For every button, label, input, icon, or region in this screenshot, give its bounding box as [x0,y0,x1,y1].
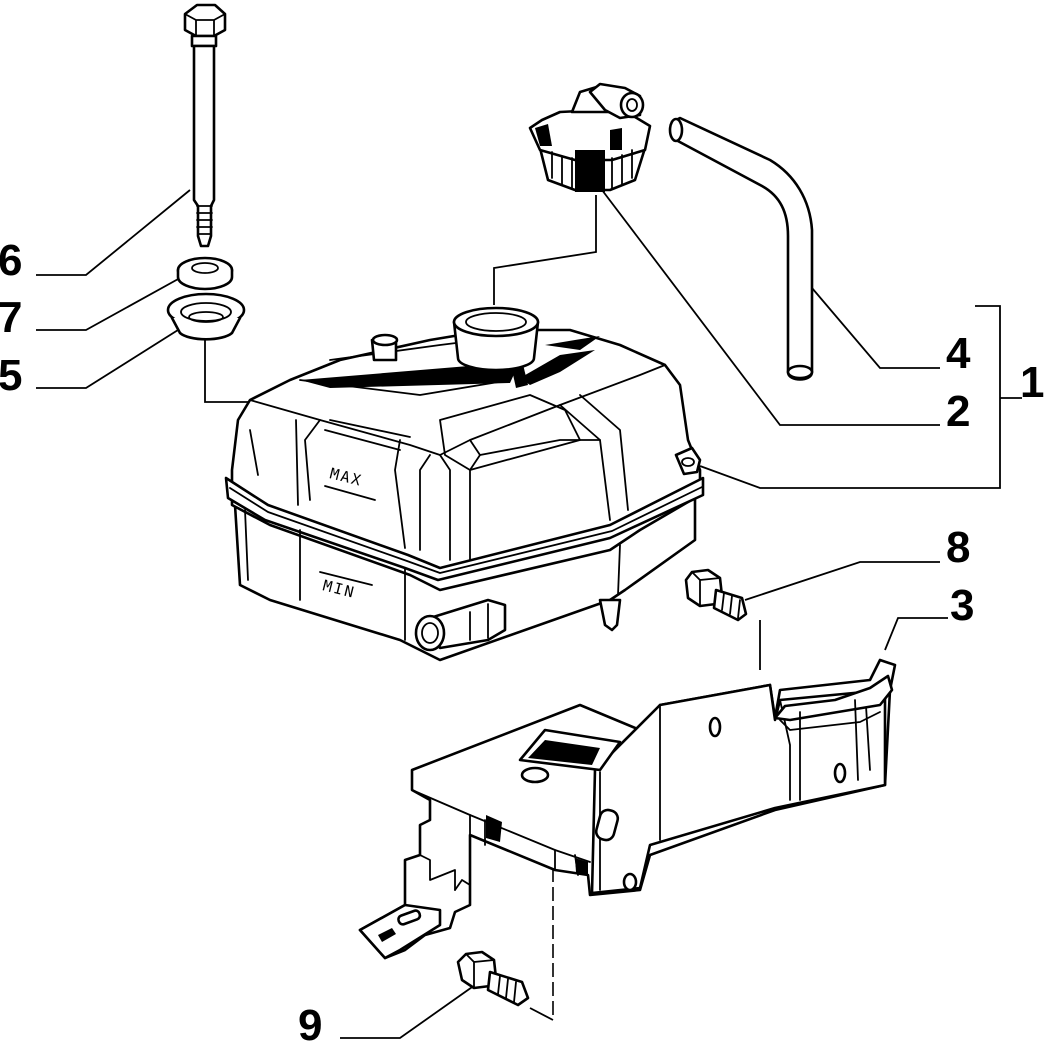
leader-9 [340,984,476,1039]
long-bolt [183,3,227,248]
washer [176,256,234,291]
callout-4: 4 [946,329,971,378]
max-level-mark [324,485,376,501]
callout-5: 5 [0,351,22,400]
rubber-grommet [166,292,246,341]
callout-6: 6 [0,236,22,285]
leader-1-bracket [699,305,1001,489]
bracket-bolt-upper [684,568,748,622]
pressure-cap [528,82,652,192]
callout-7: 7 [0,293,22,342]
callout-2: 2 [946,387,970,436]
callout-9: 9 [298,1001,322,1043]
min-level-mark [319,571,373,586]
leader-2 [601,189,940,426]
callout-numbers: 6 7 5 4 2 1 8 3 9 [0,236,1044,1043]
leader-9-to-bracket [529,1007,554,1021]
callout-8: 8 [946,523,970,572]
bracket-bolt-lower [456,950,530,1007]
callout-1: 1 [1020,358,1044,407]
leader-7 [36,277,181,331]
expansion-tank: MAX MIN [224,306,705,662]
leader-2-cap-to-neck [493,195,597,305]
leader-lines [36,189,1022,1039]
overflow-hose [668,116,814,381]
leader-3 [884,617,948,651]
leader-4 [811,287,940,369]
leader-8 [744,561,940,601]
callout-3: 3 [950,581,974,630]
mounting-bracket [358,658,897,960]
leader-6 [36,189,191,276]
leader-5 [36,329,179,389]
